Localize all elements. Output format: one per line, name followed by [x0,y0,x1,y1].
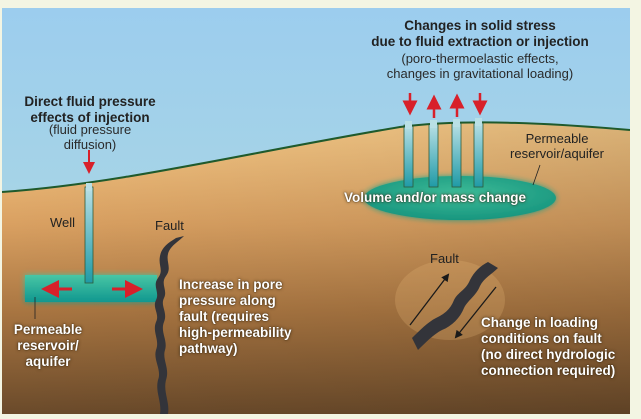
left-heading-line2: effects of injection [30,109,150,125]
pore-pressure-line2: pressure along [179,292,276,308]
right-reservoir-line1: Permeable [525,131,589,146]
left-subheading: (fluid pressure diffusion) [0,122,180,153]
loading-change-line1: Change in loading [481,315,598,330]
right-subheading: (poro-thermoelastic effects, changes in … [330,51,630,82]
left-heading: Direct fluid pressure effects of injecti… [0,94,180,126]
well-label: Well [50,215,76,230]
left-reservoir-line2: reservoir/ [17,337,79,353]
loading-change-line2: conditions on fault [481,330,602,346]
left-subheading-line1: (fluid pressure [48,122,132,137]
left-reservoir-line1: Permeable [13,322,83,337]
right-well-3 [451,122,462,188]
right-reservoir-label: Permeable reservoir/aquifer [492,131,622,162]
right-well-2 [428,123,439,188]
right-fault [412,262,498,350]
left-subheading-line2: diffusion) [63,137,117,153]
fault-label-left: Fault [155,218,184,233]
left-reservoir-label: Permeable reservoir/ aquifer [8,322,88,370]
right-heading-line2: due to fluid extraction or injection [371,33,589,49]
ground-surface-line [2,121,630,193]
left-heading-line1: Direct fluid pressure [24,94,156,109]
right-heading-line1: Changes in solid stress [404,18,556,33]
pore-pressure-line5: pathway) [179,340,238,356]
loading-change-line4: connection required) [481,362,616,378]
left-fault [154,236,184,414]
loading-change-line3: (no direct hydrologic [481,346,616,362]
right-reservoir-leader [532,164,541,186]
right-reservoir-line2: reservoir/aquifer [510,146,604,162]
right-well-1 [403,124,414,188]
right-subheading-line1: (poro-thermoelastic effects, [401,51,559,66]
left-reservoir-line3: aquifer [25,353,71,369]
pore-pressure-line3: fault (requires [179,308,270,324]
pore-pressure-label: Increase in pore pressure along fault (r… [179,277,292,357]
pore-pressure-line4: high-permeability [179,324,292,340]
pore-pressure-line1: Increase in pore [179,277,283,292]
stress-arrows [402,93,488,118]
volume-change-label: Volume and/or mass change [344,190,527,205]
right-well-4 [473,121,484,188]
fault-label-right: Fault [430,251,459,266]
left-well [84,186,94,284]
right-subheading-line2: changes in gravitational loading) [386,66,574,82]
slip-arrow-up-icon [409,273,450,326]
loading-change-label: Change in loading conditions on fault (n… [481,315,615,379]
slip-arrow-down-icon [454,286,497,339]
right-heading: Changes in solid stress due to fluid ext… [330,18,630,50]
